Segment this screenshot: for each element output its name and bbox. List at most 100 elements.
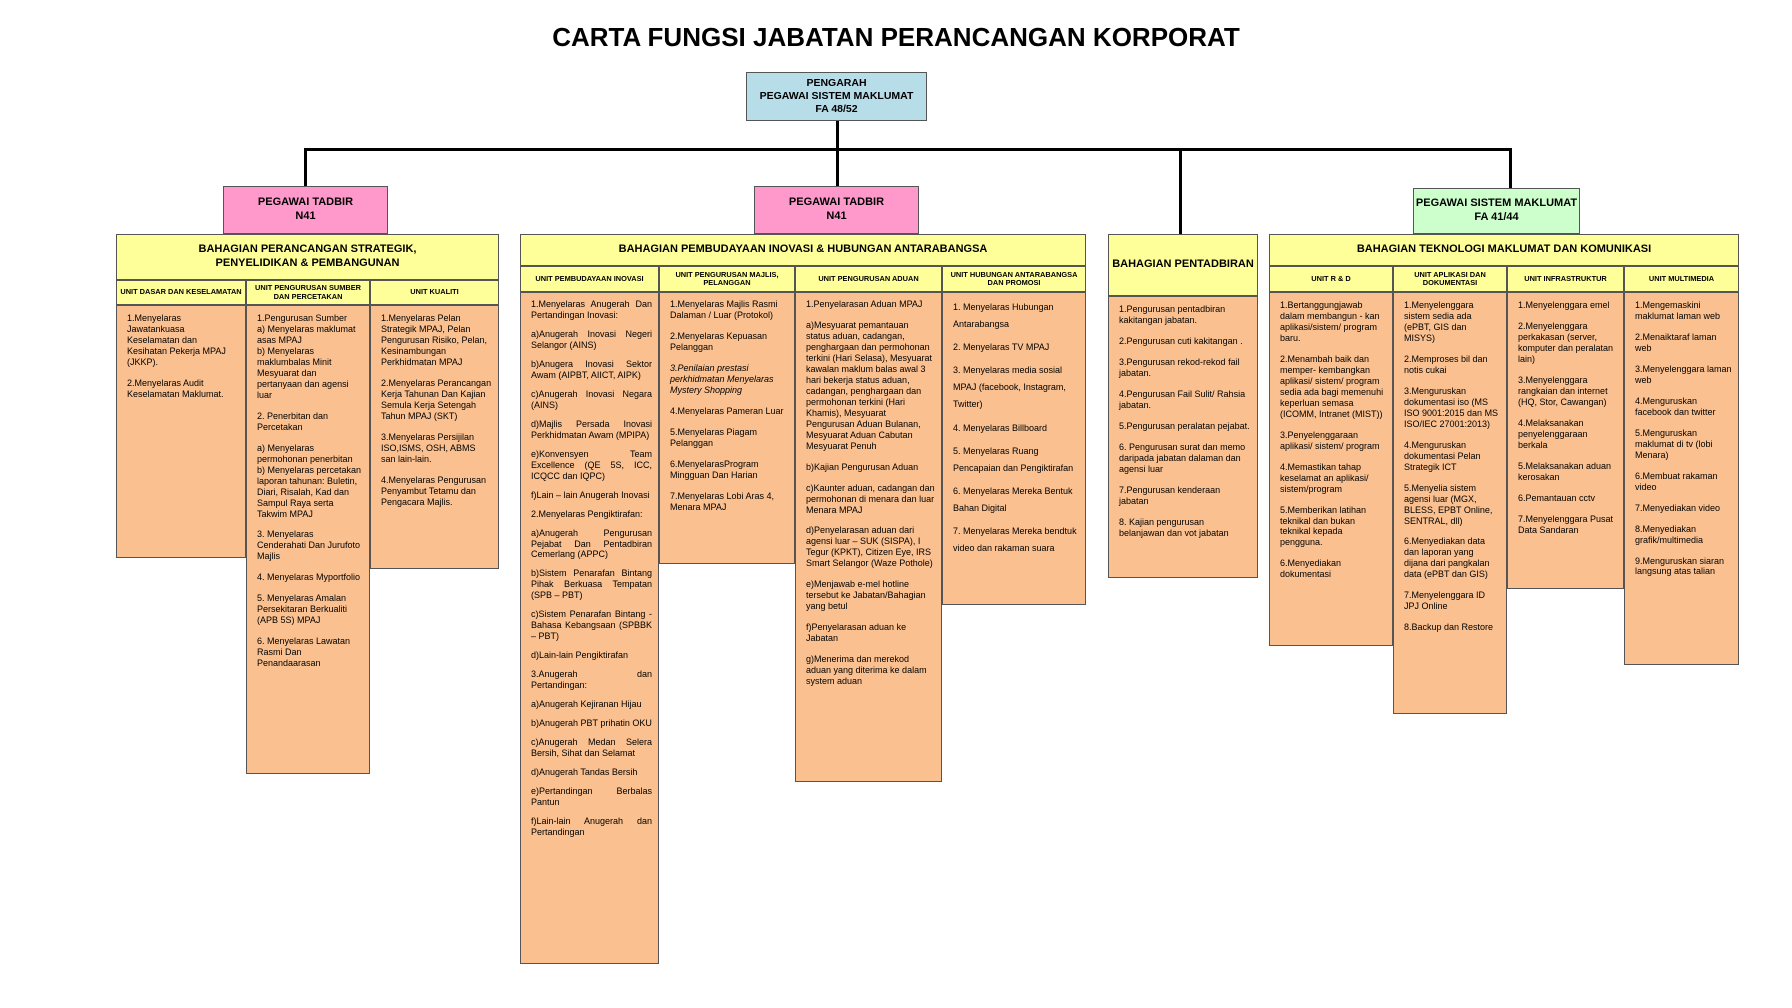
section-title-line: BAHAGIAN PERANCANGAN STRATEGIK, [198, 243, 417, 256]
list-item: 7. Menyelaras Mereka bendtuk video dan r… [953, 526, 1077, 554]
list-item: g)Menerima dan merekod aduan yang diteri… [806, 654, 927, 687]
list-item: d)Majlis Persada Inovasi Perkhidmatan Aw… [531, 418, 652, 440]
list-item: b)Anugera Inovasi Sektor Awam (AIPBT, AI… [531, 358, 652, 380]
list-item: a) Menyelaras permohonan penerbitan [257, 442, 353, 464]
list-item: 4.Memastikan tahap keselamat an aplikasi… [1280, 461, 1369, 494]
list-item: 6.Membuat rakaman video [1635, 470, 1718, 492]
list-item: 8. Kajian pengurusan belanjawan dan vot … [1119, 516, 1229, 538]
connector-line [1509, 148, 1512, 188]
list-item: 3. Menyelaras media sosial MPAJ (faceboo… [953, 365, 1066, 410]
list-item: 4. Menyelaras Billboard [953, 422, 1048, 433]
unit-list-pembudayaan-inovasi: 1.Menyelaras Anugerah Dan Pertandingan I… [520, 292, 659, 964]
unit-list-majlis-pelanggan: 1.Menyelaras Majlis Rasmi Dalaman / Luar… [659, 292, 795, 564]
list-item: 6.Menyediakan data dan laporan yang dija… [1404, 536, 1490, 580]
list-item: 2.Menyelenggara perkakasan (server, komp… [1518, 320, 1614, 364]
unit-header-multimedia: UNIT MULTIMEDIA [1624, 266, 1739, 292]
officer-line: N41 [295, 210, 316, 222]
director-line: PENGARAH [806, 76, 867, 89]
officer-line: PEGAWAI SISTEM MAKLUMAT [1415, 197, 1578, 210]
list-item: 3.Menyelenggara rangkaian dan internet (… [1518, 374, 1608, 407]
list-item: e)Menjawab e-mel hotline tersebut ke Jab… [806, 579, 926, 612]
list-item: 5.Memberikan latihan teknikal dan bukan … [1280, 504, 1367, 548]
section-title-line: PENYELIDIKAN & PEMBANGUNAN [215, 257, 400, 269]
list-item: c)Anugerah Inovasi Negara (AINS) [531, 388, 652, 410]
list-item: 2.Menyelaras Audit Keselamatan Maklumat. [127, 377, 224, 399]
list-item: b)Anugerah PBT prihatin OKU [531, 718, 652, 729]
unit-header-majlis-pelanggan: UNIT PENGURUSAN MAJLIS, PELANGGAN [659, 266, 795, 292]
list-item: 2.Menyelaras Kepuasan Pelanggan [670, 330, 768, 352]
list-item: 1.Penyelarasan Aduan MPAJ [806, 299, 923, 309]
list-item: 2.Menambah baik dan memper- kembangkan a… [1280, 353, 1384, 419]
list-item: 8.Menyediakan grafik/multimedia [1635, 523, 1704, 545]
unit-header-hubungan-antarabangsa: UNIT HUBUNGAN ANTARABANGSA DAN PROMOSI [942, 266, 1086, 292]
list-item: a)Mesyuarat pemantauan status aduan, cad… [806, 319, 933, 451]
connector-line [836, 148, 839, 186]
list-item: 6. Menyelaras Mereka Bentuk Bahan Digita… [953, 485, 1073, 513]
list-item: d)Anugerah Tandas Bersih [531, 767, 638, 778]
list-item: 7.Menyelenggara ID JPJ Online [1404, 590, 1486, 612]
unit-header-pembudayaan-inovasi: UNIT PEMBUDAYAAN INOVASI [520, 266, 659, 292]
list-item: 7.Menyediakan video [1635, 502, 1721, 513]
list-item: 7.Pengurusan kenderaan jabatan [1119, 484, 1221, 506]
officer-line: FA 41/44 [1474, 211, 1519, 223]
section-pentadbiran: BAHAGIAN PENTADBIRAN [1108, 234, 1258, 296]
list-item: 1.Menyelenggara sistem sedia ada (ePBT, … [1404, 300, 1474, 343]
page-title: CARTA FUNGSI JABATAN PERANCANGAN KORPORA… [552, 22, 1240, 52]
unit-list-kualiti: 1.Menyelaras Pelan Strategik MPAJ, Pelan… [370, 305, 499, 569]
director-box: PENGARAH PEGAWAI SISTEM MAKLUMAT FA 48/5… [746, 72, 927, 121]
section-teknologi-maklumat: BAHAGIAN TEKNOLOGI MAKLUMAT DAN KOMUNIKA… [1269, 234, 1739, 266]
list-item: a)Anugerah Inovasi Negeri Selangor (AINS… [531, 328, 652, 350]
list-item: e)Pertandingan Berbalas Pantun [531, 786, 652, 807]
list-item: b) Menyelaras maklumbalas Minit Mesyuara… [257, 345, 349, 400]
unit-list-pengurusan-aduan: 1.Penyelarasan Aduan MPAJ a)Mesyuarat pe… [795, 292, 942, 782]
list-item: 1.Menyelenggara emel [1518, 300, 1610, 310]
list-item: 4.Melaksanakan penyelenggaraan berkala [1518, 417, 1588, 450]
officer-line: N41 [826, 210, 847, 222]
list-item: 1.Menyelaras Jawatankuasa Keselamatan da… [127, 313, 226, 367]
list-item: e)Konvensyen Team Excellence (QE 5S, ICC… [531, 448, 652, 481]
list-item: 1.Menyelaras Pelan Strategik MPAJ, Pelan… [381, 313, 488, 367]
list-item: 6. Menyelaras Lawatan Rasmi Dan Penandaa… [257, 636, 351, 669]
list-item: f)Lain – lain Anugerah Inovasi [531, 489, 650, 500]
list-item: b)Kajian Pengurusan Aduan [806, 461, 919, 472]
list-item: 3.Penilaian prestasi perkhidmatan Menyel… [670, 362, 774, 395]
unit-list-multimedia: 1.Mengemaskini maklumat laman web 2.Mena… [1624, 292, 1739, 665]
list-item: 3.Menyelaras Persijilan ISO,ISMS, OSH, A… [381, 431, 476, 464]
list-item: c)Sistem Penarafan Bintang - Bahasa Keba… [531, 609, 652, 642]
officer-line: PEGAWAI TADBIR [788, 196, 885, 209]
unit-header-infrastruktur: UNIT INFRASTRUKTUR [1507, 266, 1624, 292]
unit-header-r-and-d: UNIT R & D [1269, 266, 1393, 292]
list-item: 3.Pengurusan rekod-rekod fail jabatan. [1119, 356, 1240, 378]
list-item: f)Penyelarasan aduan ke Jabatan [806, 622, 907, 644]
list-item: 5. Menyelaras Ruang Pencapaian dan Pengi… [953, 445, 1074, 473]
list-item: 1.Menyelaras Majlis Rasmi Dalaman / Luar… [670, 299, 778, 320]
list-item: 5.Melaksanakan aduan kerosakan [1518, 460, 1612, 482]
unit-header-aplikasi-dokumentasi: UNIT APLIKASI DAN DOKUMENTASI [1393, 266, 1507, 292]
unit-list-pentadbiran: 1.Pengurusan pentadbiran kakitangan jaba… [1108, 296, 1258, 578]
list-item: 1.Menyelaras Anugerah Dan Pertandingan I… [531, 299, 652, 320]
section-title-line: BAHAGIAN TEKNOLOGI MAKLUMAT DAN KOMUNIKA… [1356, 243, 1652, 256]
list-item: 6. Pengurusan surat dan memo daripada ja… [1119, 441, 1246, 474]
list-item: 1. Menyelaras Hubungan Antarabangsa [953, 302, 1054, 330]
section-perancangan-strategik: BAHAGIAN PERANCANGAN STRATEGIK, PENYELID… [116, 234, 499, 280]
section-pembudayaan-inovasi: BAHAGIAN PEMBUDAYAAN INOVASI & HUBUNGAN … [520, 234, 1086, 266]
list-item: 9.Menguruskan siaran langsung atas talia… [1635, 555, 1725, 577]
director-line: PEGAWAI SISTEM MAKLUMAT [759, 89, 914, 102]
section-title-line: BAHAGIAN PENTADBIRAN [1112, 258, 1254, 271]
list-item: 5.Pengurusan peralatan pejabat. [1119, 420, 1250, 431]
list-item: 4.Menyelaras Pameran Luar [670, 405, 784, 416]
connector-line [836, 121, 839, 151]
unit-list-pengurusan-sumber: 1.Pengurusan Sumber a) Menyelaras maklum… [246, 305, 370, 774]
list-item: 5.Menyelia sistem agensi luar (MGX, BLES… [1404, 482, 1493, 526]
list-item: 1.Pengurusan pentadbiran kakitangan jaba… [1119, 304, 1226, 325]
list-item: 2.Menyelaras Perancangan Kerja Tahunan D… [381, 377, 492, 421]
list-item: 3.Menyelenggara laman web [1635, 363, 1732, 385]
list-item: 5. Menyelaras Amalan Persekitaran Berkua… [257, 593, 348, 626]
list-item: 8.Backup dan Restore [1404, 622, 1494, 633]
officer-box-tadbir-1: PEGAWAI TADBIR N41 [223, 186, 388, 234]
list-item: 5.Menyelaras Piagam Pelanggan [670, 426, 758, 448]
list-item: 2.Memproses bil dan notis cukai [1404, 353, 1488, 375]
unit-list-infrastruktur: 1.Menyelenggara emel 2.Menyelenggara per… [1507, 292, 1624, 589]
list-item: 2.Menaiktaraf laman web [1635, 331, 1717, 353]
list-item: 7.Menyelaras Lobi Aras 4, Menara MPAJ [670, 490, 775, 512]
